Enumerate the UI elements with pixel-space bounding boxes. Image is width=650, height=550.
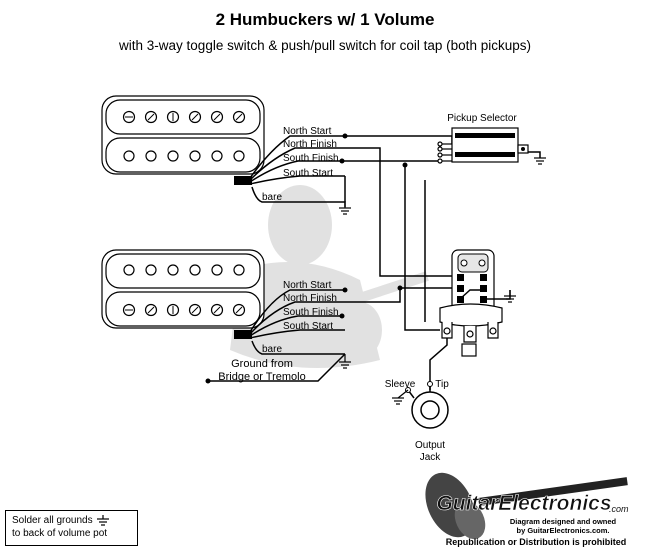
jack-label-line2: Jack <box>420 452 442 463</box>
push-pull-volume-pot <box>439 249 511 357</box>
ground-note-line2: to back of volume pot <box>12 528 108 539</box>
page-subtitle: with 3-way toggle switch & push/pull swi… <box>118 38 531 53</box>
neck-north-start-label: North Start <box>283 126 332 137</box>
bridge-pickup-slug-poles <box>123 264 245 276</box>
bridge-pickup-adjustable-poles <box>122 303 246 317</box>
bridge-pickup-wires <box>205 287 352 384</box>
brand-logo: GuitarElectronics .com <box>425 472 629 540</box>
signal-wires <box>342 135 541 331</box>
ground-note-line1: Solder all grounds <box>12 515 93 526</box>
brand-warning: Republication or Distribution is prohibi… <box>446 537 627 547</box>
bridge-north-start-label: North Start <box>283 280 332 291</box>
neck-pickup-slug-poles <box>123 150 245 162</box>
brand-credit-line1: Diagram designed and owned <box>510 517 617 526</box>
output-jack <box>405 381 449 429</box>
bridge-pickup <box>101 249 265 339</box>
pickup-selector-switch <box>437 127 529 164</box>
neck-south-start-label: South Start <box>283 168 333 179</box>
selector-ground-icon <box>534 157 546 165</box>
bridge-ground-label-line2: Bridge or Tremolo <box>218 371 305 383</box>
bridge-cable-sheath <box>234 330 252 339</box>
ground-icon <box>97 514 110 526</box>
neck-pickup-adjustable-poles <box>122 110 246 124</box>
jack-tip-label: Tip <box>435 379 449 390</box>
bridge-south-start-label: South Start <box>283 321 333 332</box>
neck-pickup <box>101 95 265 185</box>
page-title: 2 Humbuckers w/ 1 Volume <box>216 10 435 29</box>
brand-credit-line2: by GuitarElectronics.com. <box>517 526 610 535</box>
bridge-bare-label: bare <box>262 344 282 355</box>
bridge-north-finish-label: North Finish <box>283 293 337 304</box>
neck-bare-label: bare <box>262 192 282 203</box>
neck-cable-sheath <box>234 176 252 185</box>
jack-sleeve-label: Sleeve <box>385 379 416 390</box>
jack-label-line1: Output <box>415 440 445 451</box>
pickup-selector-label: Pickup Selector <box>447 113 517 124</box>
bridge-ground-icon <box>339 354 351 369</box>
bridge-south-finish-label: South Finish <box>283 307 339 318</box>
neck-north-finish-label: North Finish <box>283 139 337 150</box>
brand-name: GuitarElectronics <box>436 492 611 515</box>
jack-ground-icon <box>392 389 409 405</box>
neck-ground-icon <box>339 202 351 215</box>
ground-note-box: Solder all grounds to back of volume pot <box>5 510 138 546</box>
bridge-ground-label-line1: Ground from <box>231 358 293 370</box>
brand-suffix: .com <box>609 504 629 514</box>
pot-ground-icon <box>504 290 516 303</box>
watermark-figure <box>230 185 429 368</box>
pot-to-jack-wire <box>429 338 448 390</box>
neck-south-finish-label: South Finish <box>283 153 339 164</box>
